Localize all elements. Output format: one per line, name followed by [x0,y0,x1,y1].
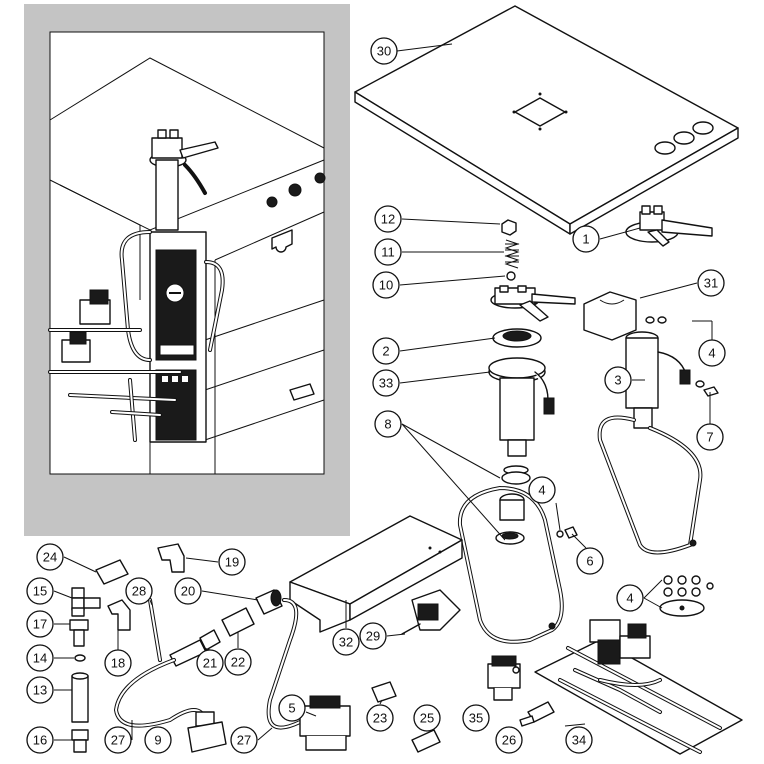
callout-34: 34 [565,726,593,754]
shroud-part-32 [289,515,463,633]
callout-13: 13 [26,676,54,704]
callout-6-label: 6 [586,554,593,569]
callout-21: 21 [196,649,224,677]
callout-22-label: 22 [231,655,245,670]
callout-21-label: 21 [203,656,217,671]
valve-assembly-part-34 [534,619,743,755]
callout-29: 29 [359,622,387,650]
callout-4-kit: 4 [616,584,644,612]
solenoid-part-35 [487,655,521,701]
callout-31: 31 [697,269,725,297]
callout-28: 28 [125,577,153,605]
callout-4-mid: 4 [528,476,556,504]
callout-22: 22 [224,648,252,676]
callout-1-label: 1 [582,232,589,247]
callout-4-top: 4 [698,339,726,367]
bracket-part-31 [583,291,637,341]
callout-9: 9 [144,726,172,754]
leader-lines [53,43,713,741]
callout-20-label: 20 [181,584,195,599]
callout-10: 10 [372,271,400,299]
callout-13-label: 13 [33,683,47,698]
callout-25: 25 [413,704,441,732]
callout-8: 8 [374,410,402,438]
callout-11-label: 11 [381,245,395,260]
callout-5: 5 [278,694,306,722]
callout-4-top-label: 4 [708,346,715,361]
callout-27-right: 27 [230,726,258,754]
callout-27-right-label: 27 [237,733,251,748]
callout-6: 6 [576,547,604,575]
callout-16-label: 16 [33,733,47,748]
drain-valve-part-29 [401,589,461,635]
callout-10-label: 10 [379,278,393,293]
steam-head-part-1 [625,205,713,247]
callout-2-label: 2 [382,344,389,359]
callout-27-left-label: 27 [111,733,125,748]
callout-26-label: 26 [502,733,516,748]
callout-20: 20 [174,577,202,605]
callout-35: 35 [462,704,490,732]
callout-7: 7 [696,423,724,451]
fittings-group [69,543,555,753]
callout-3: 3 [604,366,632,394]
reservoir-part-8 [457,486,578,644]
callout-25-label: 25 [420,711,434,726]
callout-3-label: 3 [614,373,621,388]
callout-30: 30 [370,37,398,65]
callout-7-label: 7 [706,430,713,445]
callout-18-label: 18 [111,656,125,671]
callout-8-label: 8 [384,417,391,432]
callout-9-label: 9 [154,733,161,748]
callout-15: 15 [26,577,54,605]
callout-24-label: 24 [43,550,57,565]
callout-17: 17 [26,610,54,638]
callout-1: 1 [572,225,600,253]
assembled-view-inset [24,4,350,536]
callout-27-left: 27 [104,726,132,754]
callout-23: 23 [366,704,394,732]
callout-18: 18 [104,649,132,677]
callout-4-mid-label: 4 [538,483,545,498]
callout-31-label: 31 [704,276,718,291]
callout-33: 33 [372,369,400,397]
callout-11: 11 [374,238,402,266]
callout-14-label: 14 [33,651,47,666]
callout-35-label: 35 [469,711,483,726]
o-ring-kit-part-4 [659,575,714,617]
callout-14: 14 [26,644,54,672]
callout-19: 19 [218,548,246,576]
callout-12-label: 12 [381,212,395,227]
callout-30-label: 30 [377,44,391,59]
callout-12: 12 [374,205,402,233]
callout-19-label: 19 [225,555,239,570]
top-panel-part-30 [354,5,739,235]
callout-15-label: 15 [33,584,47,599]
callout-34-label: 34 [572,733,586,748]
callout-24: 24 [36,543,64,571]
callout-4-kit-label: 4 [626,591,633,606]
callout-26: 26 [495,726,523,754]
callout-33-label: 33 [379,376,393,391]
callout-32-label: 32 [339,635,353,650]
callout-16: 16 [26,726,54,754]
callout-17-label: 17 [33,617,47,632]
steam-head-assembly [488,219,576,485]
column-part-3 [597,316,719,555]
callout-5-label: 5 [288,701,295,716]
callout-29-label: 29 [366,629,380,644]
callout-23-label: 23 [373,711,387,726]
callout-2: 2 [372,337,400,365]
callout-32: 32 [332,628,360,656]
callout-28-label: 28 [132,584,146,599]
